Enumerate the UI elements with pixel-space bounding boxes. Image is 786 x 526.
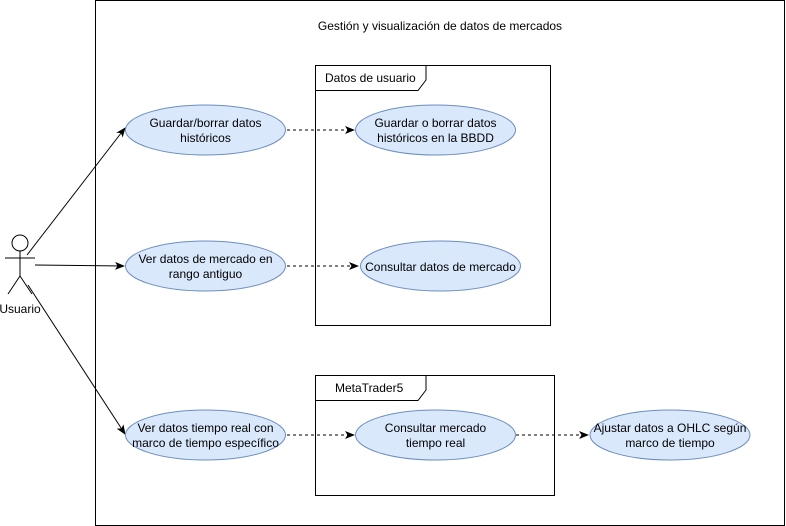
package-metatrader: MetaTrader5 [315, 375, 555, 496]
use-case-label: rango antiguo [169, 267, 243, 281]
use-case-label: Ver datos tiempo real con [137, 421, 273, 435]
actor-label: Usuario [0, 302, 41, 316]
use-case-label: históricos [180, 131, 231, 145]
use-case-label: Ajustar datos a OHLC según [594, 421, 747, 435]
use-case-label: Consultar mercado [385, 421, 487, 435]
use-case-adjust-ohlc[interactable]: Ajustar datos a OHLC según marco de tiem… [589, 409, 751, 461]
system-title: Gestión y visualización de datos de merc… [318, 19, 562, 33]
use-case-view-market-old-range[interactable]: Ver datos de mercado en rango antiguo [125, 240, 286, 292]
use-case-label: Guardar/borrar datos [149, 116, 261, 130]
use-case-label: históricos en la BBDD [377, 131, 494, 145]
use-case-save-delete-historical[interactable]: Guardar/borrar datos históricos [125, 104, 286, 156]
use-case-query-market-realtime[interactable]: Consultar mercado tiempo real [355, 409, 516, 461]
use-case-label: Guardar o borrar datos [374, 116, 496, 130]
actor-usuario[interactable] [5, 234, 35, 295]
package-user-data-label: Datos de usuario [325, 71, 416, 85]
use-case-label: marco de tiempo [625, 436, 715, 450]
use-case-label: Consultar datos de mercado [365, 260, 516, 274]
use-case-label: marco de tiempo específico [132, 436, 279, 450]
association-view-realtime [27, 284, 126, 435]
use-case-save-delete-db[interactable]: Guardar o borrar datos históricos en la … [355, 104, 516, 156]
actor-head [11, 234, 29, 252]
association-save-delete [26, 127, 126, 256]
use-case-view-realtime-timeframe[interactable]: Ver datos tiempo real con marco de tiemp… [125, 409, 286, 461]
use-case-label: Ver datos de mercado en [138, 252, 272, 266]
use-case-label: tiempo real [406, 436, 465, 450]
package-user-data: Datos de usuario [315, 65, 551, 326]
package-metatrader-label: MetaTrader5 [335, 381, 404, 395]
use-case-query-market-data[interactable]: Consultar datos de mercado [360, 240, 521, 292]
association-view-old-range [34, 261, 125, 270]
